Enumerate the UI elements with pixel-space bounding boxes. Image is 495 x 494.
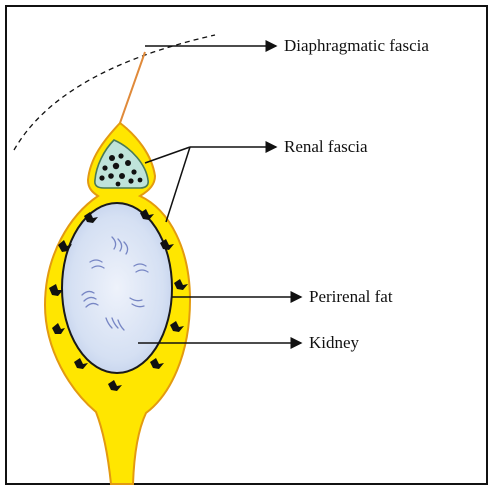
label-diaphragmatic-fascia: Diaphragmatic fascia <box>284 36 429 55</box>
label-renal-fascia: Renal fascia <box>284 137 368 156</box>
label-kidney: Kidney <box>309 333 360 352</box>
label-perirenal-fat: Perirenal fat <box>309 287 393 306</box>
kidney <box>62 203 172 373</box>
